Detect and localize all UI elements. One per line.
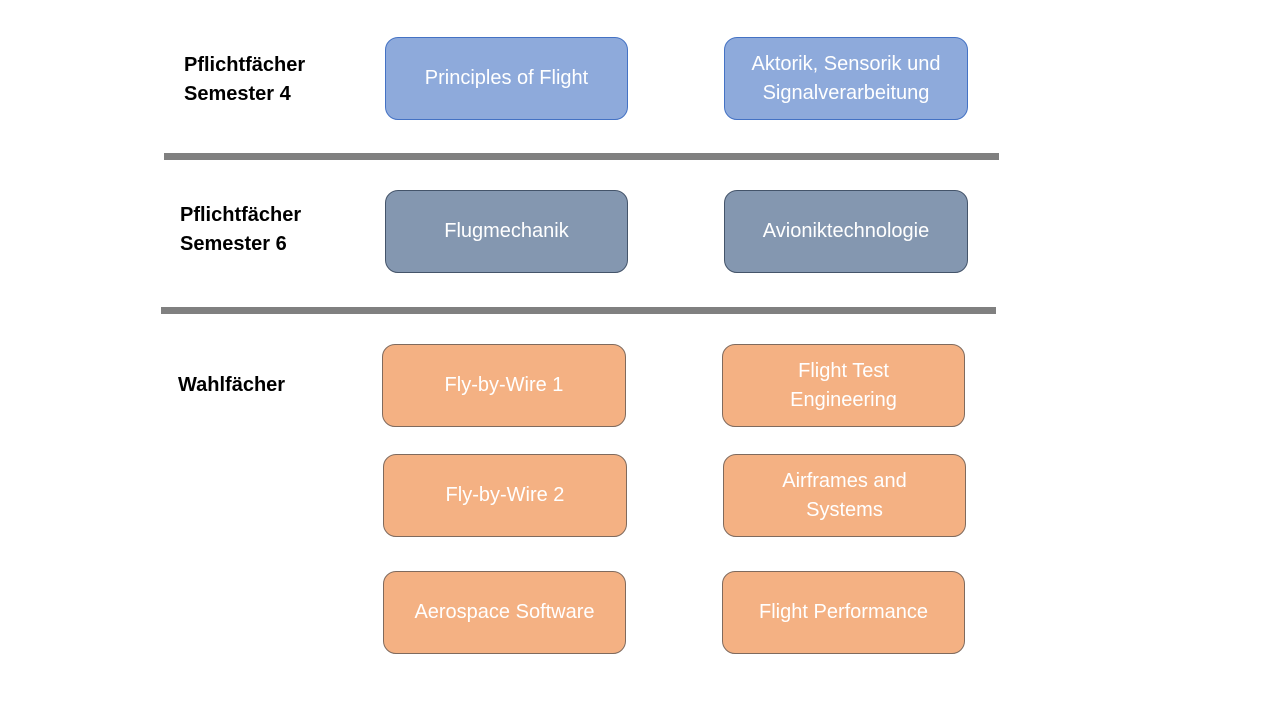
row-label-wahlfaecher: Wahlfächer — [178, 374, 286, 396]
course-aktorik-sensorik-signalverarbeitung: Aktorik, Sensorik und Signalverarbeitung — [724, 37, 968, 120]
course-flight-performance: Flight Performance — [722, 571, 965, 654]
course-flight-test-engineering: Flight Test Engineering — [722, 344, 965, 427]
course-principles-of-flight: Principles of Flight — [385, 37, 628, 120]
divider-1 — [164, 153, 999, 160]
course-aerospace-software: Aerospace Software — [383, 571, 626, 654]
course-flugmechanik: Flugmechanik — [385, 190, 628, 273]
row-label-semester-4: Pflichtfächer Semester 4 — [184, 54, 306, 105]
course-fly-by-wire-2: Fly-by-Wire 2 — [383, 454, 627, 537]
course-fly-by-wire-1: Fly-by-Wire 1 — [382, 344, 626, 427]
row-label-semester-6: Pflichtfächer Semester 6 — [180, 204, 302, 255]
course-avioniktechnologie: Avioniktechnologie — [724, 190, 968, 273]
divider-2 — [161, 307, 996, 314]
course-airframes-and-systems: Airframes and Systems — [723, 454, 966, 537]
